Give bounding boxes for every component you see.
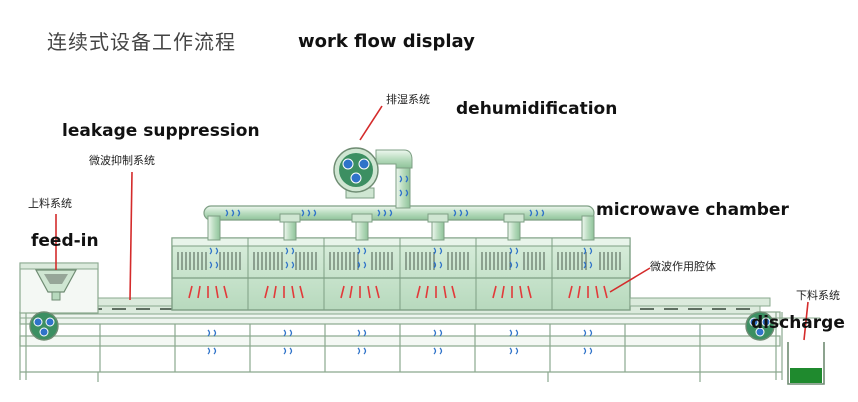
cavity-label-cn: 微波作用腔体 (650, 260, 716, 273)
pointer-discharge (803, 301, 809, 341)
pointer-cavity (609, 267, 651, 293)
right-roller (745, 311, 775, 341)
pointer-moisture (359, 105, 383, 141)
airflow-marks (207, 247, 593, 355)
feed-label-en: feed-in (31, 231, 99, 251)
left-roller (29, 311, 59, 341)
feed-hopper (19, 262, 99, 314)
discharge-tunnel (629, 297, 771, 307)
feed-label-cn: 上料系统 (28, 197, 72, 210)
discharge-bin (787, 342, 825, 385)
suppression-label-en: leakage suppression (62, 121, 260, 141)
microwave-chamber-body (171, 237, 631, 311)
title-en: work flow display (298, 31, 475, 52)
suppression-label-cn: 微波抑制系统 (89, 154, 155, 167)
exhaust-manifold (203, 205, 595, 241)
title-cn: 连续式设备工作流程 (47, 30, 236, 54)
discharge-label-cn: 下料系统 (796, 289, 840, 302)
moisture-label-cn: 排湿系统 (386, 93, 430, 106)
moisture-label-en: dehumidification (456, 99, 618, 119)
machine-frame (19, 311, 783, 382)
pointer-lines (55, 105, 809, 341)
chamber-label-en: microwave chamber (596, 200, 789, 220)
suppression-tunnel (97, 297, 173, 307)
discharge-label-en: discharge (751, 313, 845, 333)
pointer-suppression (129, 171, 133, 301)
exhaust-fan (333, 147, 413, 209)
